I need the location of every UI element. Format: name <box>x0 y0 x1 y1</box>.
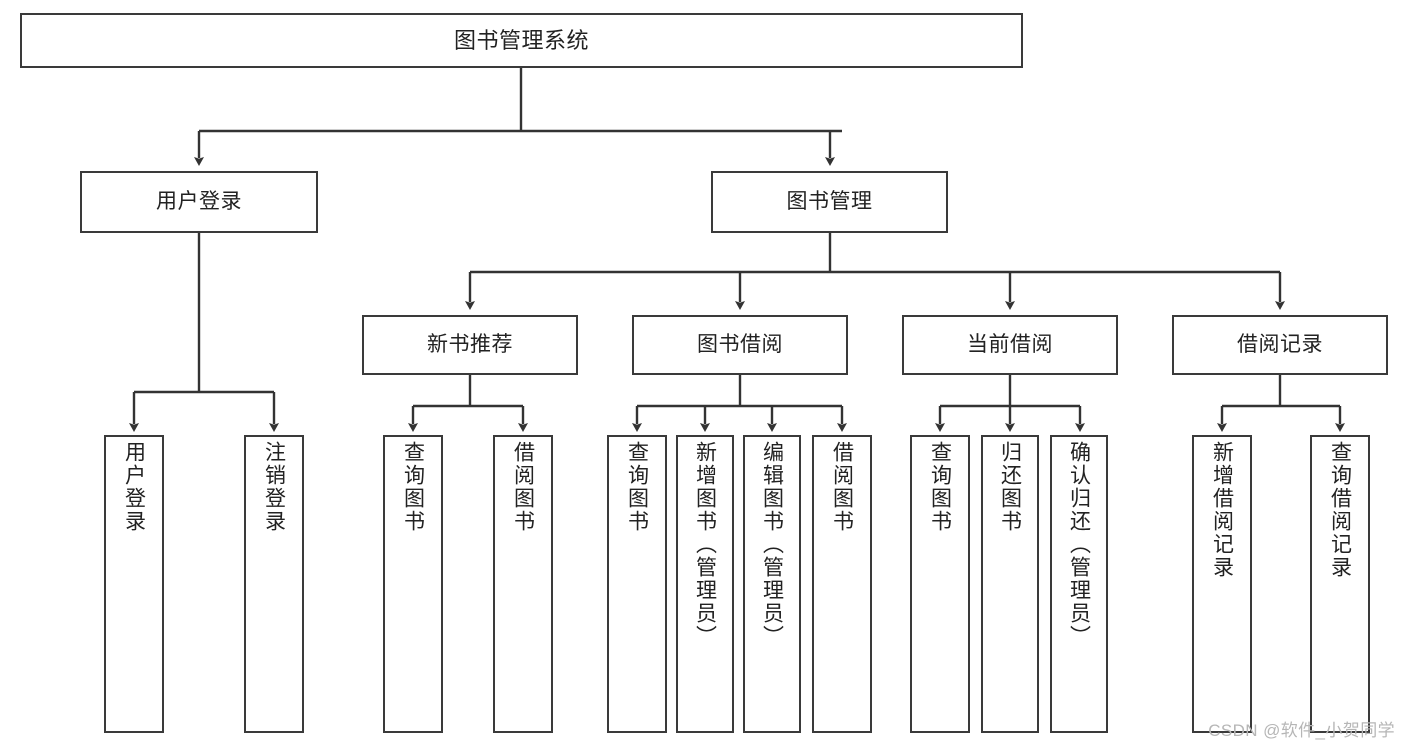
node-book-borrow[interactable]: 图书借阅 <box>632 315 848 375</box>
node-leaf-edit-book[interactable]: 编辑图书（管理员） <box>743 435 801 733</box>
node-label: 新增借阅记录 <box>1210 441 1234 579</box>
node-label: 查询图书 <box>625 441 649 533</box>
node-label: 图书管理系统 <box>453 27 589 53</box>
node-borrow-record[interactable]: 借阅记录 <box>1172 315 1388 375</box>
edges-booklogin-to-leaves <box>129 233 279 432</box>
node-label: 借阅图书 <box>511 441 535 533</box>
node-leaf-query-book-borrow[interactable]: 查询图书 <box>607 435 667 733</box>
node-leaf-return-book[interactable]: 归还图书 <box>981 435 1039 733</box>
node-label: 用户登录 <box>156 189 242 213</box>
node-label: 当前借阅 <box>967 332 1053 356</box>
node-leaf-user-login[interactable]: 用户登录 <box>104 435 164 733</box>
node-leaf-query-book-current[interactable]: 查询图书 <box>910 435 970 733</box>
node-label: 查询图书 <box>401 441 425 533</box>
edges-root-to-level2 <box>194 68 842 166</box>
node-new-book-recommend[interactable]: 新书推荐 <box>362 315 578 375</box>
node-leaf-confirm-return[interactable]: 确认归还（管理员） <box>1050 435 1108 733</box>
node-label: 图书借阅 <box>697 332 783 356</box>
node-label: 借阅图书 <box>830 441 854 533</box>
node-label: 归还图书 <box>998 441 1022 533</box>
node-label: 图书管理 <box>786 189 873 213</box>
edges-record-to-leaves <box>1217 375 1345 432</box>
edges-borrow-to-leaves <box>632 375 847 432</box>
node-label: 确认归还（管理员） <box>1067 441 1091 648</box>
node-label: 新书推荐 <box>427 332 513 356</box>
node-label: 查询借阅记录 <box>1328 441 1352 579</box>
node-leaf-borrow-book-recommend[interactable]: 借阅图书 <box>493 435 553 733</box>
node-user-login[interactable]: 用户登录 <box>80 171 318 233</box>
node-label: 新增图书（管理员） <box>693 441 717 648</box>
edges-current-to-leaves <box>935 375 1085 432</box>
node-leaf-logout-login[interactable]: 注销登录 <box>244 435 304 733</box>
node-label: 用户登录 <box>122 441 146 533</box>
node-leaf-borrow-book[interactable]: 借阅图书 <box>812 435 872 733</box>
node-current-borrow[interactable]: 当前借阅 <box>902 315 1118 375</box>
node-leaf-query-book-recommend[interactable]: 查询图书 <box>383 435 443 733</box>
edges-bookmgmt-to-level3 <box>465 233 1285 310</box>
node-leaf-add-borrow-record[interactable]: 新增借阅记录 <box>1192 435 1252 733</box>
node-leaf-add-book[interactable]: 新增图书（管理员） <box>676 435 734 733</box>
node-label: 查询图书 <box>928 441 952 533</box>
node-root-book-management-system[interactable]: 图书管理系统 <box>20 13 1023 68</box>
node-label: 借阅记录 <box>1237 332 1323 356</box>
node-label: 编辑图书（管理员） <box>760 441 784 648</box>
edges-recommend-to-leaves <box>408 375 528 432</box>
node-label: 注销登录 <box>262 441 286 533</box>
node-book-management[interactable]: 图书管理 <box>711 171 948 233</box>
node-leaf-query-borrow-record[interactable]: 查询借阅记录 <box>1310 435 1370 733</box>
